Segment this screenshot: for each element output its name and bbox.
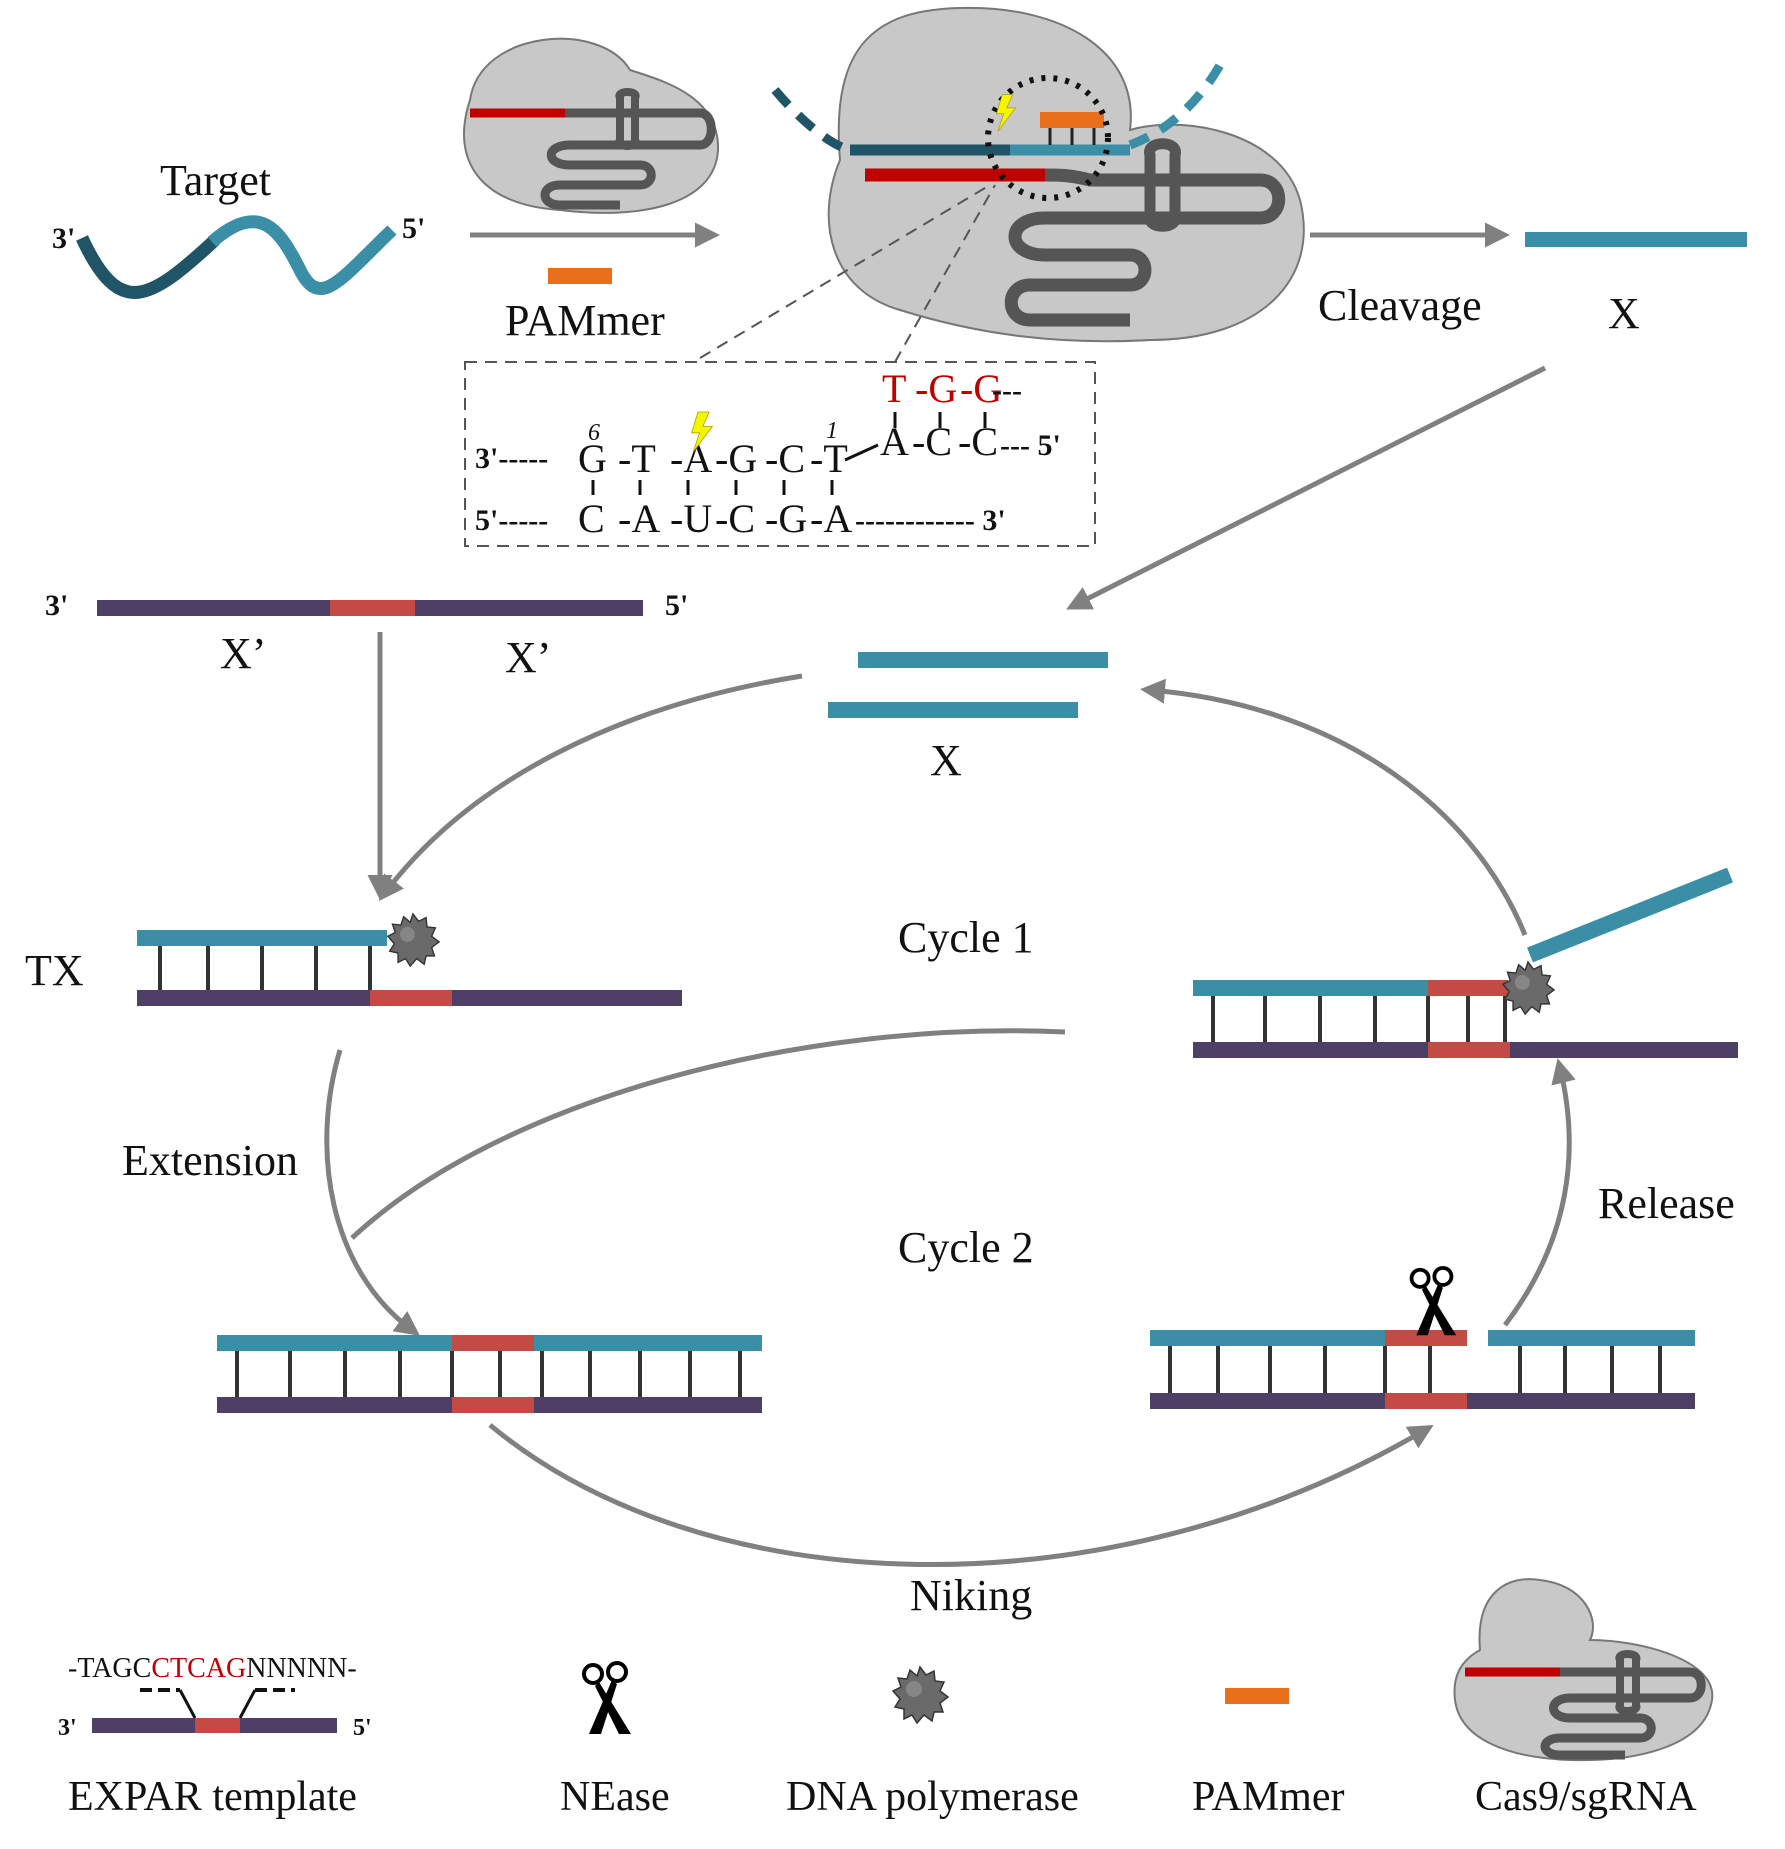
x-label-top: X — [1608, 289, 1640, 338]
zoom-top-base: -T — [810, 436, 848, 481]
zoom-num-1: 1 — [826, 418, 838, 444]
zoom-bottom-base: -U — [670, 496, 712, 541]
zoom-pam-bottom: -C — [912, 419, 952, 464]
polymerase-icon — [387, 913, 440, 967]
legend-expar-3prime: 3' — [58, 1715, 77, 1741]
arrow-x-to-cycle — [1066, 365, 1547, 610]
zoom-sequence: 3'----- 5'----- --- 5' ------------ 3' 6… — [475, 366, 1061, 541]
polymerase-icon — [1502, 961, 1555, 1015]
arrow-release — [1503, 1058, 1576, 1327]
zoom-bottom-base: -A — [618, 496, 660, 541]
template-5prime: 5' — [665, 589, 688, 622]
arrow-nicking — [488, 1423, 1434, 1568]
zoom-top-base: -T — [618, 436, 656, 481]
arrow-x-to-tx — [378, 673, 803, 901]
arrow-extension — [324, 1049, 421, 1336]
cycle2-label: Cycle 2 — [898, 1223, 1034, 1272]
cas9-complex-large — [771, 6, 1305, 343]
zoom-bottom-base: -C — [715, 496, 755, 541]
zoom-pam-top: -G — [960, 366, 1002, 411]
legend-cas9-label: Cas9/sgRNA — [1475, 1774, 1697, 1820]
zoom-box — [464, 361, 1096, 547]
pammer-bar — [548, 268, 612, 284]
legend-cas9-icon — [1453, 1578, 1714, 1762]
tx-label: TX — [25, 946, 84, 995]
template-nick-site — [330, 600, 415, 616]
legend-pammer-bar — [1225, 1688, 1289, 1704]
zoom-pam-top: -G — [915, 366, 957, 411]
niking-label: Niking — [910, 1571, 1032, 1620]
arrow-cycle-inner — [350, 1028, 1066, 1240]
extended-duplex — [217, 1335, 762, 1413]
target-strand-light — [207, 215, 397, 295]
zoom-pam-bottom: A — [880, 419, 909, 464]
x-strand-2 — [828, 702, 1078, 718]
release-label: Release — [1598, 1179, 1735, 1228]
zoom-top-base: G — [578, 436, 607, 481]
pammer-label: PAMmer — [505, 296, 665, 345]
zoom-top-left-end: 3'----- — [475, 442, 548, 475]
zoom-bottom-base: -A — [810, 496, 852, 541]
target-5prime: 5' — [402, 212, 425, 245]
x-label-mid: X — [930, 736, 962, 785]
legend: -TAGCCTCAGNNNNN- 3' 5' EXPAR template NE… — [58, 1578, 1714, 1820]
cleavage-label: Cleavage — [1318, 281, 1482, 330]
target-label: Target — [160, 156, 271, 205]
extension-label: Extension — [122, 1136, 298, 1185]
x-product-strand — [1525, 232, 1747, 247]
scissors-icon — [1409, 1265, 1459, 1338]
legend-expar-nick — [195, 1718, 240, 1733]
zoom-pam-top: T — [882, 366, 906, 411]
tx-duplex — [137, 913, 682, 1006]
zoom-bottom-left-end: 5'----- — [475, 504, 548, 537]
legend-expar-5prime: 5' — [353, 1715, 372, 1741]
zoom-top-base: -A — [670, 436, 712, 481]
zoom-bottom-base: C — [578, 496, 605, 541]
legend-expar-label: EXPAR template — [68, 1774, 357, 1820]
zoom-guide-left — [699, 184, 991, 359]
nicked-duplex — [1150, 1265, 1695, 1409]
target-3prime: 3' — [52, 222, 75, 255]
zoom-pam-top-dash: --- — [992, 374, 1022, 407]
legend-pammer-label: PAMmer — [1192, 1774, 1344, 1820]
release-duplex — [1193, 867, 1738, 1058]
arrow-release-to-x — [1140, 678, 1528, 936]
zoom-top-base: -G — [715, 436, 757, 481]
zoom-bottom-base: -G — [765, 496, 807, 541]
x-prime-label-left: X’ — [220, 629, 266, 678]
x-strand-1 — [858, 652, 1108, 668]
template-3prime: 3' — [45, 589, 68, 622]
x-prime-label-right: X’ — [505, 633, 551, 682]
legend-nease-label: NEase — [560, 1774, 670, 1820]
zoom-top-right-end: --- 5' — [1000, 429, 1061, 462]
cas9-complex-small — [463, 37, 720, 214]
legend-expar-seq: -TAGCCTCAGNNNNN- — [68, 1653, 357, 1684]
zoom-top-base: -C — [765, 436, 805, 481]
target-strand-dark — [76, 235, 220, 299]
zoom-bottom-right-end: ------------ 3' — [855, 504, 1006, 537]
zoom-num-6: 6 — [588, 420, 600, 446]
zoom-guide-right — [894, 184, 996, 363]
scissors-icon — [582, 1661, 633, 1736]
legend-polymerase-label: DNA polymerase — [786, 1774, 1079, 1820]
cycle1-label: Cycle 1 — [898, 913, 1034, 962]
spiky-ball-icon — [892, 1666, 949, 1724]
zoom-pam-bottom: -C — [958, 419, 998, 464]
